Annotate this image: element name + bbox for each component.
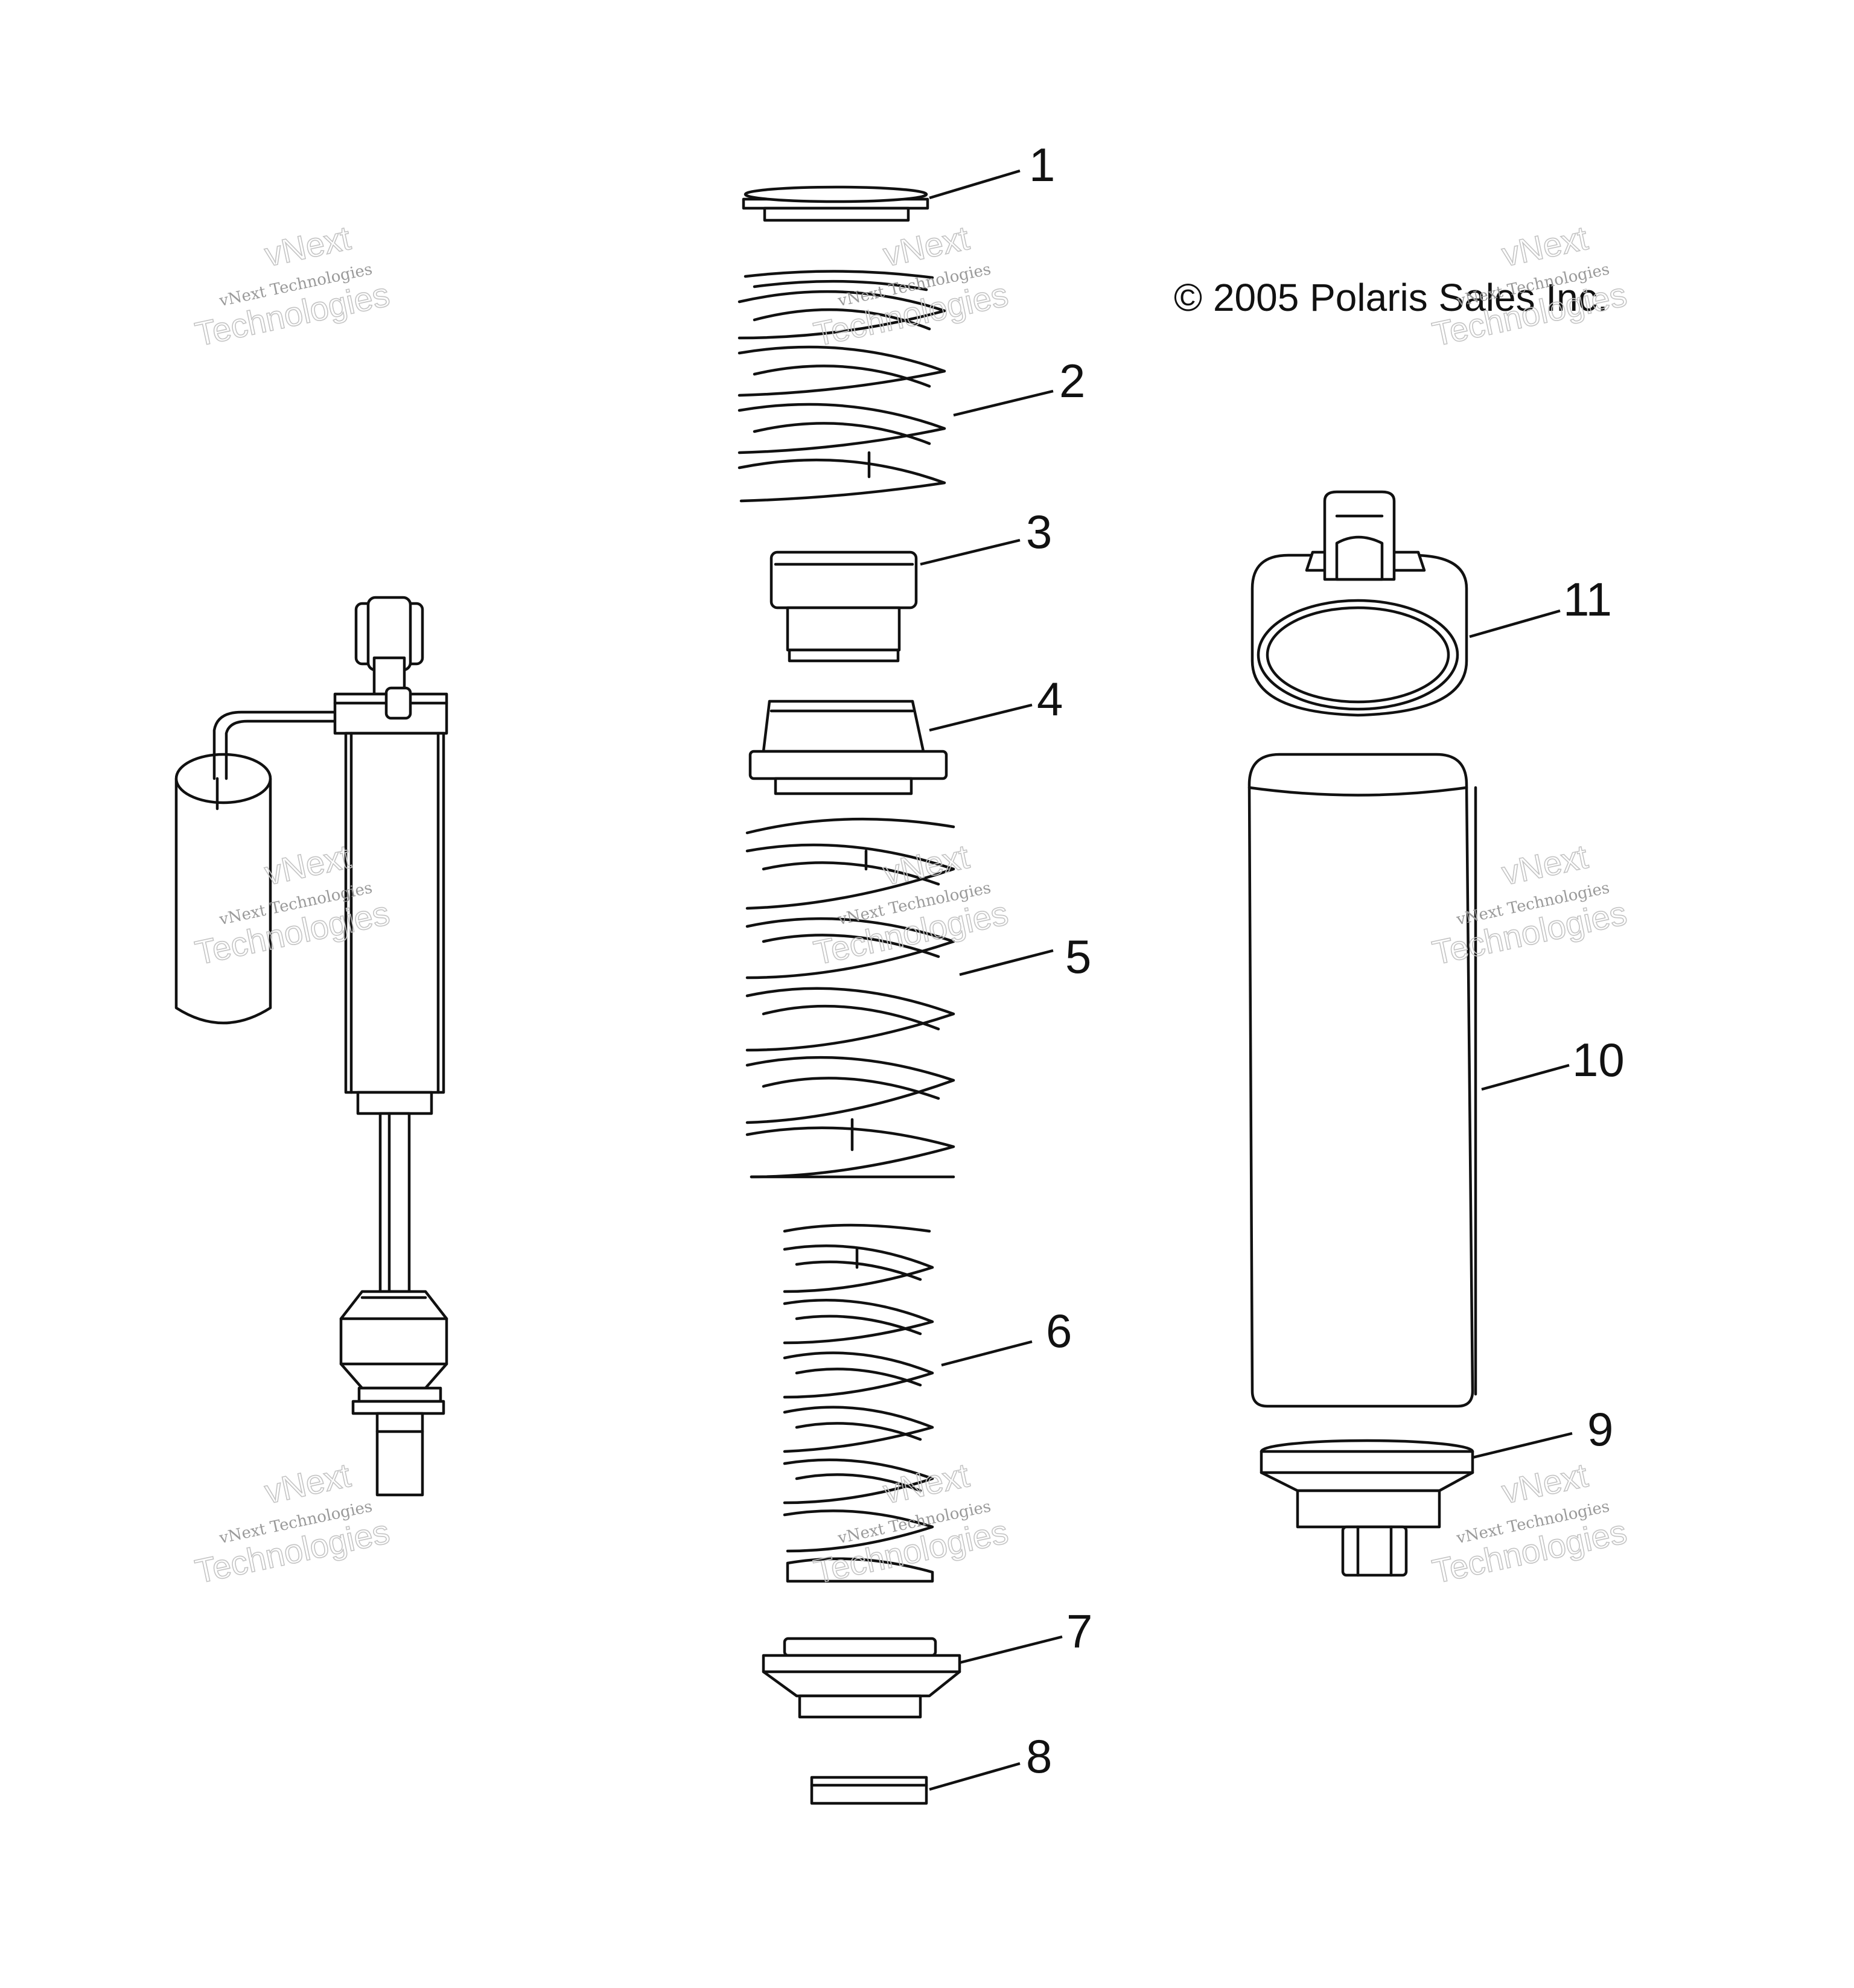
svg-text:vNext: vNext xyxy=(1499,218,1591,273)
copyright-notice: © 2005 Polaris Sales Inc. xyxy=(1174,276,1608,319)
callout-2: 2 xyxy=(1059,354,1085,407)
reservoir-canister xyxy=(174,753,272,1025)
part-5-spring xyxy=(745,817,955,1179)
lower-eyelet xyxy=(375,1412,424,1497)
callout-1: 1 xyxy=(1029,138,1055,191)
svg-text:vNext: vNext xyxy=(1499,837,1591,892)
watermark-mc: vNext vNext Technologies Technologies xyxy=(810,836,1011,972)
callout-7: 7 xyxy=(1066,1605,1092,1658)
part-6-spring xyxy=(783,1223,934,1583)
callout-8: 8 xyxy=(1026,1730,1052,1783)
callout-3: 3 xyxy=(1026,505,1052,558)
svg-text:vNext: vNext xyxy=(880,837,973,892)
callout-4: 4 xyxy=(1037,672,1063,725)
watermark-tl: vNext vNext Technologies Technologies xyxy=(191,218,393,354)
shock-shaft xyxy=(378,1112,411,1293)
top-eyelet xyxy=(354,596,424,696)
part-2-spring xyxy=(737,270,946,503)
callout-5: 5 xyxy=(1065,930,1091,983)
shock-assembly xyxy=(174,596,448,1497)
svg-text:vNext: vNext xyxy=(880,1456,973,1511)
reservoir-hose xyxy=(212,710,370,780)
svg-text:vNext: vNext xyxy=(880,218,973,273)
callout-9: 9 xyxy=(1587,1403,1613,1456)
part-4-collar xyxy=(748,699,948,795)
watermark-bl: vNext vNext Technologies Technologies xyxy=(191,1455,393,1591)
part-11-upper-cap xyxy=(1250,490,1468,717)
part-7-lower-seat xyxy=(762,1637,961,1719)
watermark-tc: vNext vNext Technologies Technologies xyxy=(810,218,1011,354)
svg-text:vNext: vNext xyxy=(1499,1456,1591,1511)
part-10-air-sleeve xyxy=(1247,753,1477,1408)
callout-labels: 1 2 3 4 5 6 7 8 9 10 11 xyxy=(1026,138,1625,1783)
svg-text:vNext: vNext xyxy=(261,837,354,892)
svg-text:vNext: vNext xyxy=(261,218,354,273)
part-9-end-cap xyxy=(1260,1439,1474,1577)
watermark-bc: vNext vNext Technologies Technologies xyxy=(810,1455,1011,1591)
part-1-spring-retainer xyxy=(742,185,929,222)
lower-bushing xyxy=(339,1290,448,1390)
part-8-bushing xyxy=(810,1776,928,1805)
callout-6: 6 xyxy=(1046,1304,1072,1357)
leader-lines xyxy=(920,169,1573,1791)
callout-10: 10 xyxy=(1572,1033,1625,1086)
svg-text:vNext: vNext xyxy=(261,1456,354,1511)
part-3-spacer xyxy=(769,550,918,663)
callout-11: 11 xyxy=(1563,573,1612,626)
